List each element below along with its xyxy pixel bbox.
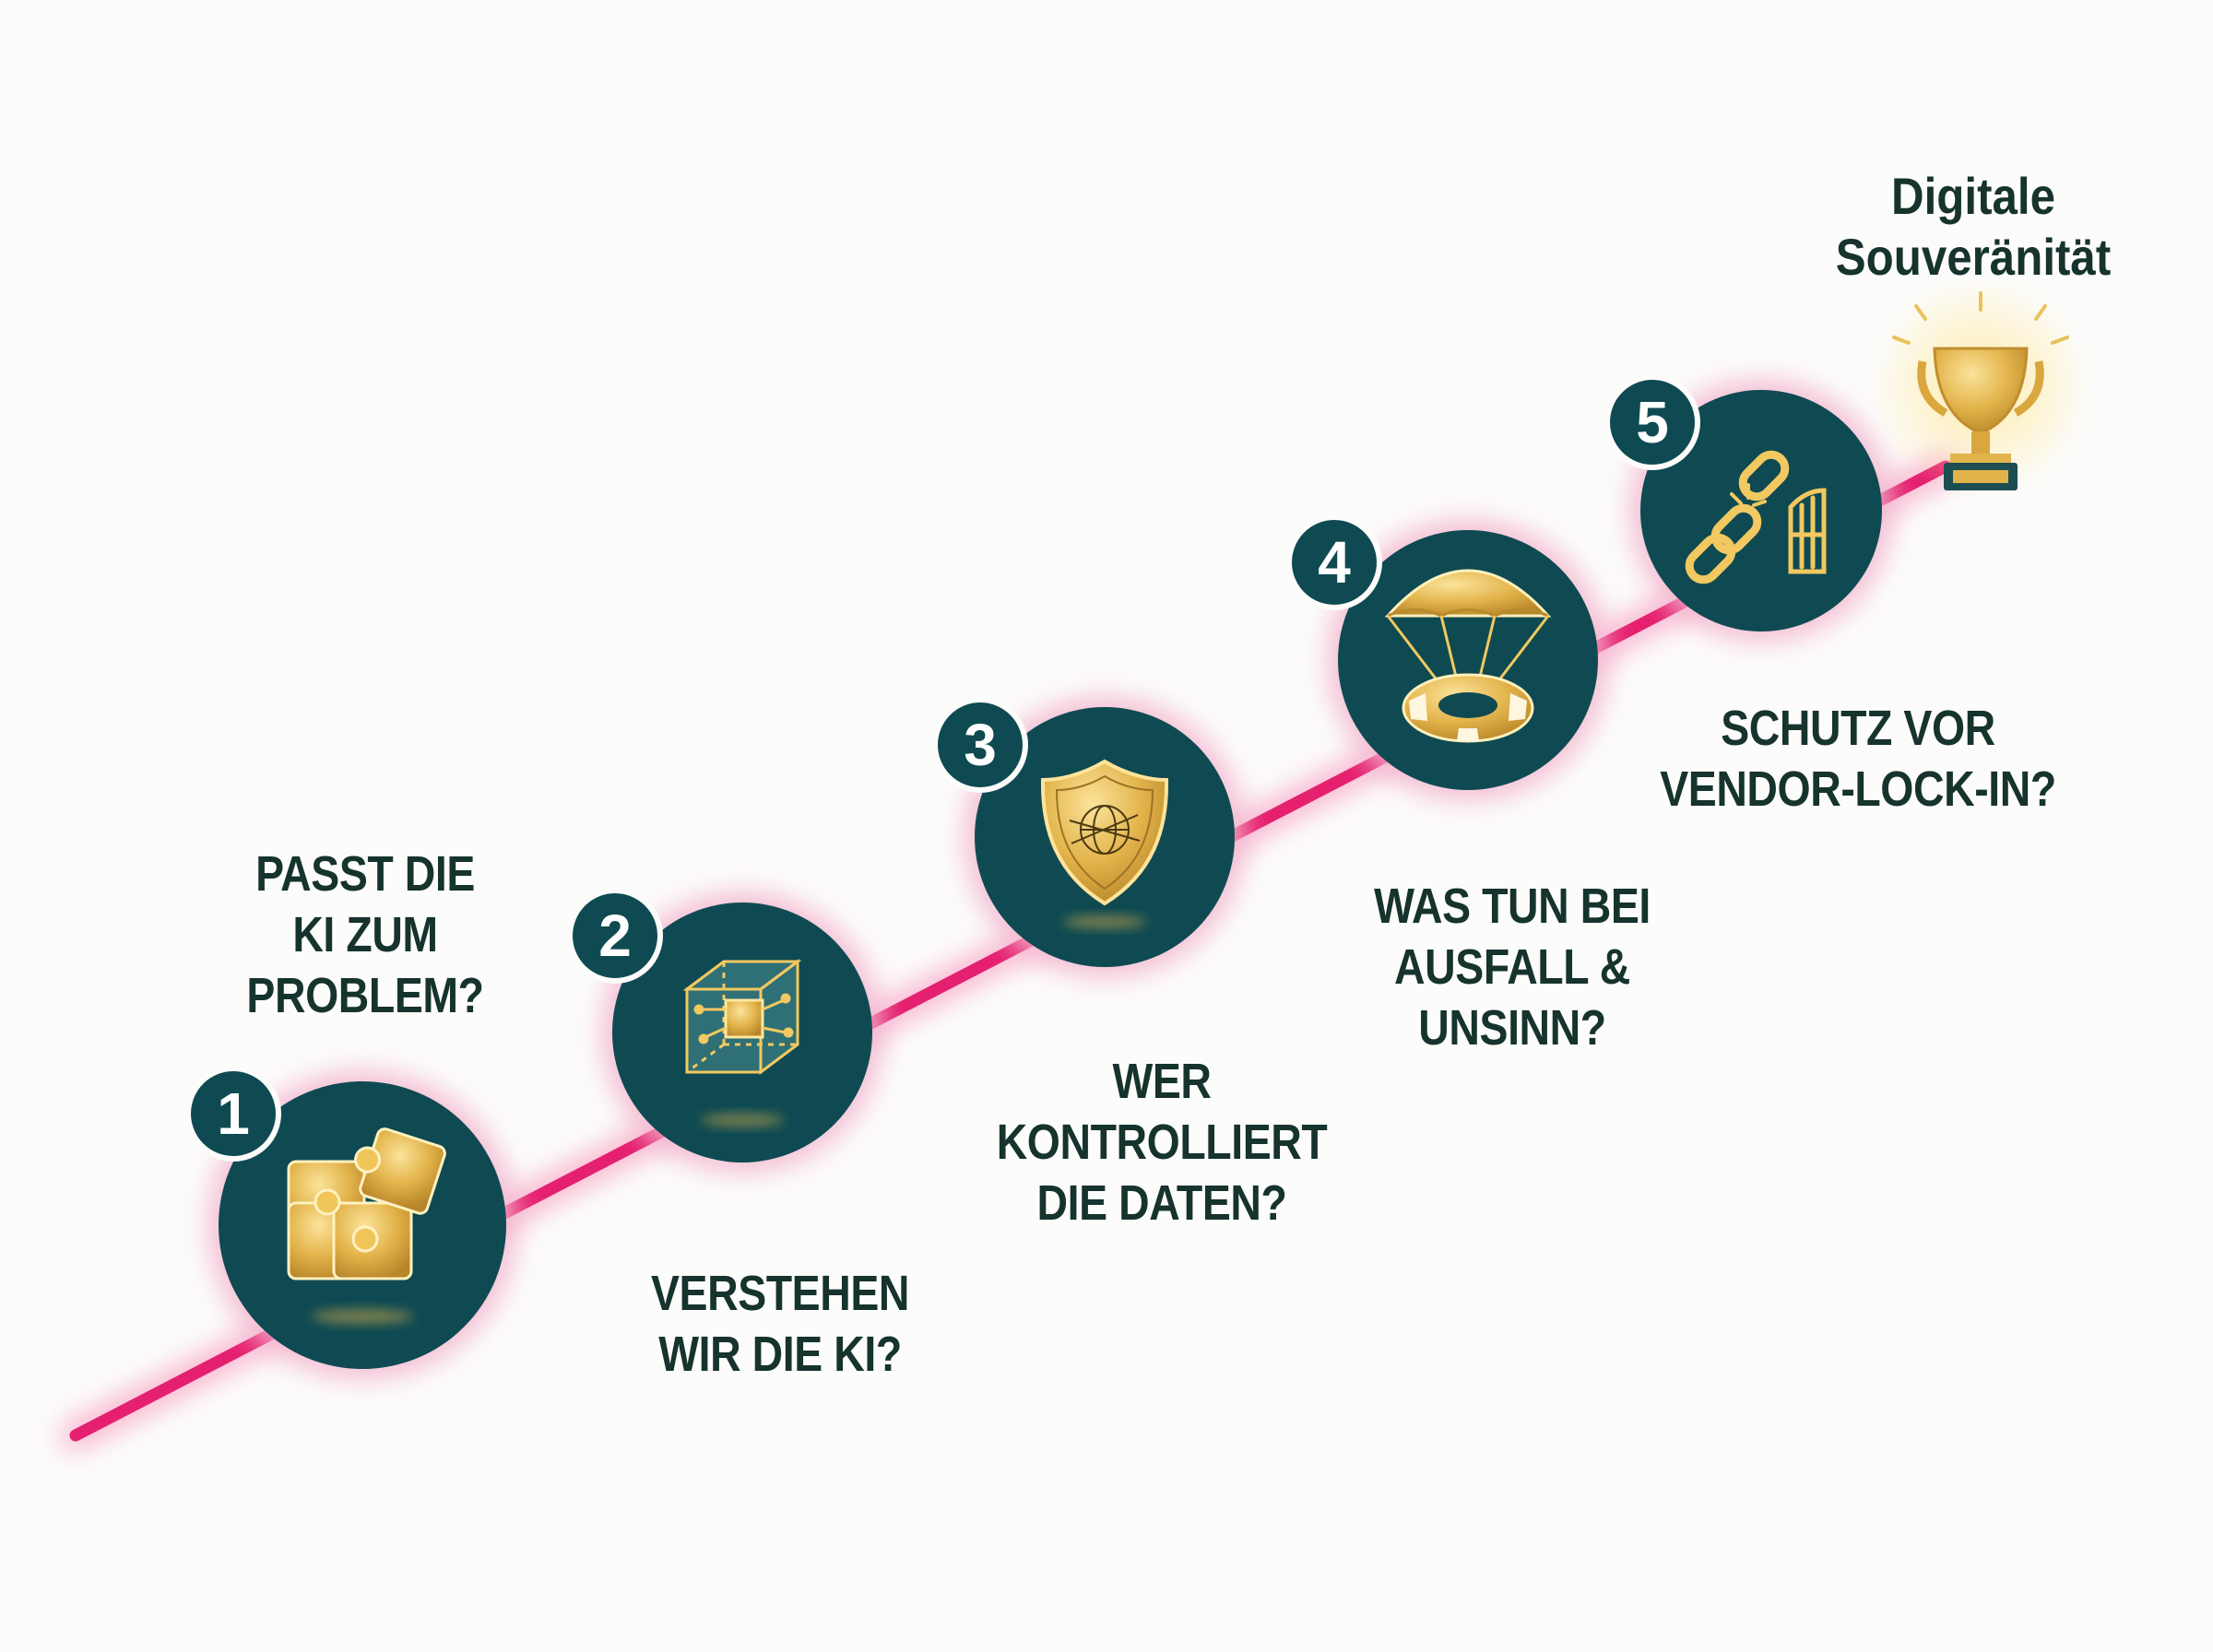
step-4-label-line: WAS TUN BEI <box>1374 879 1651 934</box>
step-4-node <box>1327 519 1609 801</box>
step-1-label-line: PASST DIE <box>255 846 475 902</box>
step-1-node <box>207 1070 517 1380</box>
step-3-label-line: WER <box>1112 1054 1212 1109</box>
puzzle-icon <box>287 1127 446 1280</box>
step-3-label: WER KONTROLLIERT DIE DATEN? <box>964 1051 1360 1233</box>
step-1-label-line: PROBLEM? <box>246 968 484 1023</box>
step-3-label-line: DIE DATEN? <box>1036 1175 1287 1231</box>
step-3-number: 3 <box>932 697 1028 793</box>
step-3-label-line: KONTROLLIERT <box>996 1115 1328 1170</box>
step-5-label-line: SCHUTZ VOR <box>1721 701 1995 756</box>
step-1-number: 1 <box>185 1066 281 1162</box>
parachute-lifebuoy-icon <box>1384 569 1552 743</box>
transparent-cube-icon <box>682 959 802 1075</box>
step-5-node <box>1629 379 1893 643</box>
goal-label-line: Digitale <box>1890 167 2055 225</box>
step-5-label: SCHUTZ VOR VENDOR-LOCK-IN? <box>1620 698 2096 820</box>
goal-label-line: Souveränität <box>1835 228 2112 286</box>
step-2-label: VERSTEHEN WIR DIE KI? <box>606 1263 954 1385</box>
shield-network-icon <box>1040 759 1169 906</box>
step-3-node <box>964 696 1246 978</box>
step-2-node <box>601 891 883 1174</box>
step-2-label-line: WIR DIE KI? <box>658 1327 902 1382</box>
goal-label: Digitale Souveränität <box>1779 166 2168 288</box>
step-5-label-line: VENDOR-LOCK-IN? <box>1660 761 2056 817</box>
step-2-label-line: VERSTEHEN <box>650 1266 909 1321</box>
step-4-number: 4 <box>1286 514 1382 610</box>
broken-chain-icon <box>1685 450 1827 584</box>
step-1-label-line: KI ZUM <box>292 907 438 962</box>
step-4-label: WAS TUN BEI AUSFALL & UNSINN? <box>1314 876 1710 1058</box>
step-4-label-line: AUSFALL & <box>1394 939 1630 995</box>
trophy-icon <box>1892 291 2069 490</box>
goal-trophy <box>1870 277 2091 498</box>
step-2-number: 2 <box>567 888 663 984</box>
step-4-label-line: UNSINN? <box>1418 1000 1606 1056</box>
step-5-number: 5 <box>1604 374 1700 470</box>
step-1-label: PASST DIE KI ZUM PROBLEM? <box>207 844 524 1026</box>
